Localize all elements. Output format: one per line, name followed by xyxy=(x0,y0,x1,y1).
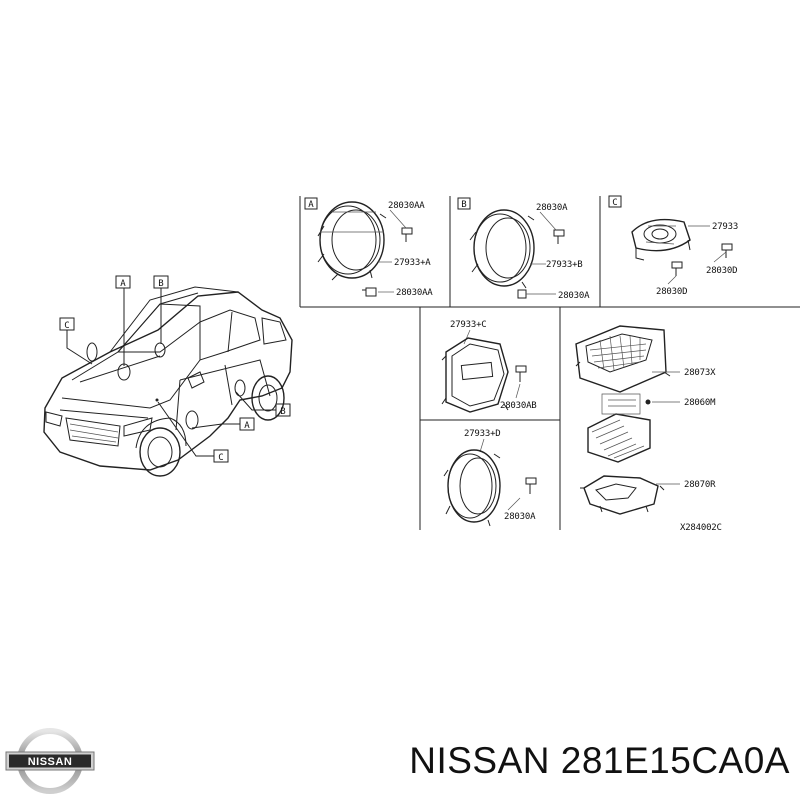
part-number: 28030AA xyxy=(396,288,433,298)
callout-box-a-side: A xyxy=(239,417,255,431)
amplifier-bracket-icon xyxy=(580,475,665,515)
part-number: 28030D xyxy=(656,287,687,297)
vehicle-outline xyxy=(43,286,293,477)
screw-icon xyxy=(517,229,565,299)
part-number: 27933 xyxy=(712,222,738,232)
callout-label: A xyxy=(120,279,126,289)
amplifier-cover-icon xyxy=(575,325,671,393)
part-number: 28030AB xyxy=(500,401,537,411)
part-number: 28030AA xyxy=(388,201,425,211)
door-speaker-icon xyxy=(317,201,387,281)
callout-box-b-top: B xyxy=(153,275,169,289)
panel-dividers xyxy=(299,196,800,530)
panel-rear-speaker-c: 27933+C 28030AB xyxy=(441,320,537,413)
part-number: 28073X xyxy=(684,368,716,378)
callout-label: C xyxy=(218,453,223,463)
door-speaker-icon xyxy=(469,209,535,289)
panel-label: C xyxy=(612,198,617,208)
parts-diagram: A B C B A C A xyxy=(43,195,800,533)
panel-label: B xyxy=(461,200,466,210)
callout-box-b-side: B xyxy=(275,403,291,417)
panel-amplifier: 28073X 28060M 28070R xyxy=(575,325,716,515)
diagram-code: X284002C xyxy=(680,523,722,533)
part-number: 27933+B xyxy=(546,260,583,270)
screw-icon xyxy=(671,243,733,276)
screw-icon xyxy=(525,477,537,494)
callout-box-c-side: C xyxy=(213,449,229,463)
part-number: 27933+C xyxy=(450,320,487,330)
part-number: 28030D xyxy=(706,266,737,276)
brand-name: NISSAN xyxy=(409,740,550,781)
callout-label: A xyxy=(244,421,250,431)
part-number-title: 281E15CA0A xyxy=(560,740,790,781)
tweeter-icon xyxy=(631,218,691,261)
callout-leaders xyxy=(66,288,276,457)
door-speaker-icon xyxy=(443,449,501,527)
callout-label: B xyxy=(158,279,163,289)
panel-b-rear-door-speaker: B 28030A 27933+B 28030A xyxy=(457,197,590,301)
part-number: 27933+D xyxy=(464,429,501,439)
part-number: 28030A xyxy=(558,291,590,301)
part-number: 28060M xyxy=(684,398,716,408)
speaker-box-icon xyxy=(441,337,509,413)
footer-banner: NISSAN NISSAN 281E15CA0A xyxy=(0,700,800,800)
part-number: 28030A xyxy=(536,203,568,213)
panel-c-tweeter: C 27933 28030D 28030D xyxy=(608,195,738,297)
callout-label: C xyxy=(64,321,69,331)
callout-box-c-top: C xyxy=(59,317,75,331)
callout-label: B xyxy=(280,407,285,417)
screw-icon xyxy=(362,227,413,297)
part-number: 28070R xyxy=(684,480,716,490)
screw-icon xyxy=(515,365,527,382)
nissan-logo-icon: NISSAN xyxy=(5,728,95,794)
panel-rear-speaker-d: 27933+D 28030A xyxy=(443,429,537,527)
amplifier-unit-icon xyxy=(587,393,651,463)
logo-text: NISSAN xyxy=(28,756,73,768)
panel-label: A xyxy=(308,200,314,210)
part-number: 27933+A xyxy=(394,258,431,268)
product-title: NISSAN 281E15CA0A xyxy=(409,740,790,782)
callout-box-a-top: A xyxy=(115,275,131,289)
panel-a-front-door-speaker: A 28030AA 27933+A 28030AA xyxy=(304,197,434,298)
part-number: 28030A xyxy=(504,512,536,522)
